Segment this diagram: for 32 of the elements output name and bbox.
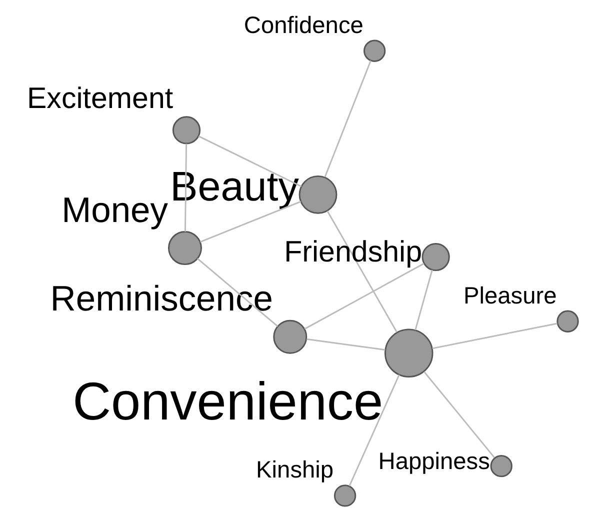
node-label: Excitement (26, 82, 174, 116)
connector (306, 338, 386, 351)
connector (348, 374, 400, 486)
node-label: Friendship (284, 235, 422, 268)
node-circle (422, 242, 450, 272)
connector (326, 210, 398, 332)
connector (184, 144, 188, 232)
connector (197, 258, 278, 327)
node-label: Reminiscence (50, 278, 273, 319)
node-circle (298, 175, 338, 214)
node-label: Kinship (256, 458, 334, 484)
connector (424, 371, 495, 458)
connector (324, 60, 372, 178)
connector (198, 135, 302, 188)
node-circle (168, 231, 202, 266)
node-label: Confidence (244, 12, 364, 39)
node-circle (172, 116, 201, 144)
node-label: Convenience (72, 372, 384, 432)
node-circle (490, 455, 512, 478)
connector (414, 270, 433, 330)
connector (200, 200, 302, 243)
node-label: Happiness (378, 448, 490, 475)
node-label: Beauty (170, 163, 299, 210)
connector (304, 262, 424, 330)
node-circle (556, 310, 579, 332)
node-circle (334, 484, 356, 507)
connector (432, 322, 558, 350)
node-circle (364, 40, 386, 62)
node-label: Money (62, 190, 168, 230)
node-circle (273, 320, 308, 354)
node-label: Pleasure (463, 283, 557, 310)
node-circle (384, 328, 434, 378)
